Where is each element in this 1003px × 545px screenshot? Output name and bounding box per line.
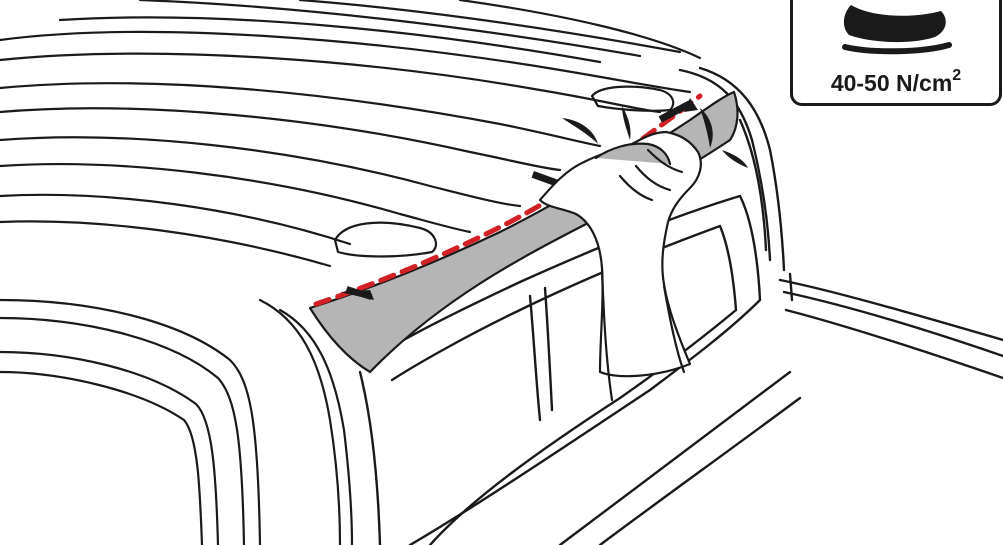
pressure-exponent: 2 (952, 67, 961, 84)
hand-with-cloth (540, 132, 701, 400)
pressure-indicator-box: 40-50 N/cm2 (790, 0, 1002, 106)
pressure-label: 40-50 N/cm2 (793, 70, 999, 97)
rear-window-frame (360, 196, 760, 545)
pressure-value: 40-50 N/cm (831, 70, 952, 96)
press-force-icon (831, 0, 961, 57)
side-body-panels (0, 300, 352, 545)
